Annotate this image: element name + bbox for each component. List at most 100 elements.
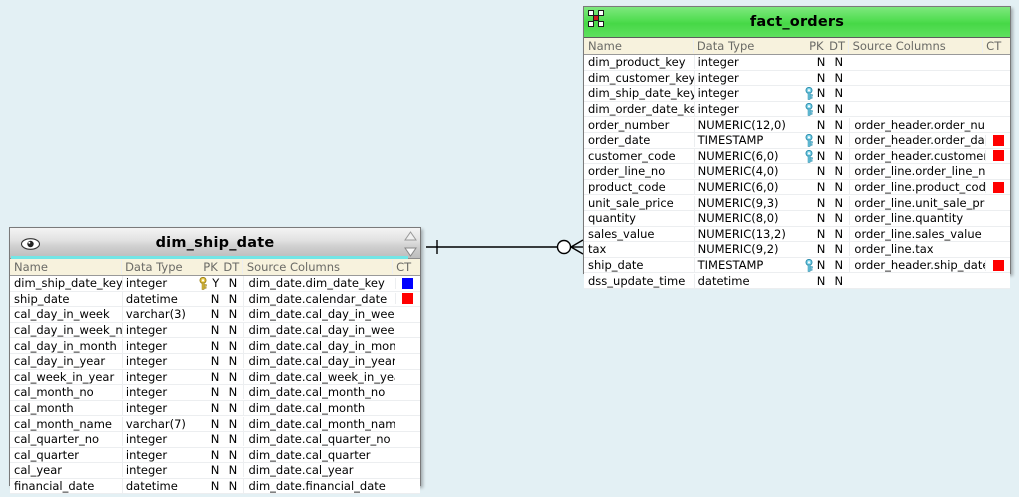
- column-source: order_line.product_code: [849, 180, 985, 195]
- foreign-key-icon: [803, 134, 815, 148]
- column-name: order_number: [588, 117, 670, 132]
- scroll-arrows[interactable]: [404, 231, 417, 257]
- column-name: product_code: [588, 180, 666, 195]
- column-name: tax: [588, 242, 607, 257]
- column-dt-flag: N: [834, 242, 844, 257]
- column-source: dim_date.cal_month_no: [243, 385, 394, 400]
- column-source: dim_date.cal_year: [243, 463, 394, 478]
- col-header-name: Name: [588, 39, 622, 53]
- column-dt-flag: N: [834, 226, 844, 241]
- column-dt-flag: N: [228, 447, 238, 462]
- column-source: order_header.order_number: [849, 117, 985, 132]
- entity-title-bar[interactable]: fact_orders: [584, 7, 1010, 38]
- column-datatype: integer: [693, 55, 799, 70]
- column-datatype: datetime: [121, 479, 193, 494]
- column-pk-flag: N: [210, 479, 220, 494]
- column-dt-flag: N: [228, 323, 238, 338]
- entity-fact-orders[interactable]: fact_orders Name Data Type PK DT Source …: [583, 6, 1011, 289]
- column-name: order_date: [588, 133, 651, 148]
- column-name: cal_month_no: [14, 385, 94, 400]
- column-source: order_line.tax: [849, 242, 985, 257]
- column-datatype: NUMERIC(6,0): [693, 180, 799, 195]
- entity-title-bar[interactable]: dim_ship_date: [10, 228, 420, 259]
- column-dt-flag: N: [834, 164, 844, 179]
- col-header-datatype: Data Type: [121, 260, 192, 274]
- column-dt-flag: N: [228, 291, 238, 306]
- column-datatype: NUMERIC(6,0): [693, 148, 799, 163]
- col-header-ct: CT: [982, 39, 1010, 53]
- column-datatype: integer: [121, 432, 193, 447]
- foreign-key-icon: [803, 149, 815, 163]
- column-pk-flag: N: [210, 416, 220, 431]
- column-datatype: NUMERIC(9,3): [693, 195, 799, 210]
- column-source: dim_date.cal_quarter_no: [243, 432, 394, 447]
- column-pk-flag: N: [816, 242, 826, 257]
- column-datatype: NUMERIC(9,2): [693, 242, 799, 257]
- column-pk-flag: N: [816, 273, 826, 288]
- column-datatype: integer: [693, 86, 799, 101]
- column-dt-flag: N: [834, 70, 844, 85]
- column-dt-flag: N: [228, 401, 238, 416]
- entity-title: dim_ship_date: [155, 235, 275, 251]
- column-source: order_line.sales_value: [849, 226, 985, 241]
- column-source: order_header.order_date: [849, 133, 985, 148]
- column-pk-flag: N: [210, 432, 220, 447]
- column-dt-flag: N: [834, 55, 844, 70]
- col-header-pk: PK: [203, 260, 218, 274]
- column-name: cal_month_name: [14, 416, 113, 431]
- column-pk-flag: N: [816, 70, 826, 85]
- column-source: order_line.order_line_no: [849, 164, 985, 179]
- column-ct-swatch: [985, 134, 1010, 146]
- column-pk-flag: N: [816, 55, 826, 70]
- column-name: dim_ship_date_key: [14, 276, 122, 291]
- column-datatype: integer: [121, 401, 193, 416]
- column-datatype: integer: [693, 102, 799, 117]
- column-dt-flag: N: [228, 307, 238, 322]
- column-source: dim_date.cal_day_in_week_no: [243, 323, 395, 338]
- column-pk-flag: N: [210, 338, 220, 353]
- column-datatype: NUMERIC(13,2): [693, 226, 799, 241]
- entity-dim-ship-date[interactable]: dim_ship_date Name Data Type PK DT Sourc…: [9, 227, 421, 495]
- column-pk-flag: N: [210, 401, 220, 416]
- column-pk-flag: N: [816, 180, 826, 195]
- column-source: dim_date.cal_day_in_month: [243, 338, 395, 353]
- column-datatype: TIMESTAMP: [693, 133, 799, 148]
- column-pk-flag: N: [210, 447, 220, 462]
- column-ct-swatch: [985, 259, 1010, 271]
- column-pk-flag: N: [798, 86, 828, 100]
- column-datatype: NUMERIC(12,0): [693, 117, 799, 132]
- column-dt-flag: N: [228, 479, 238, 494]
